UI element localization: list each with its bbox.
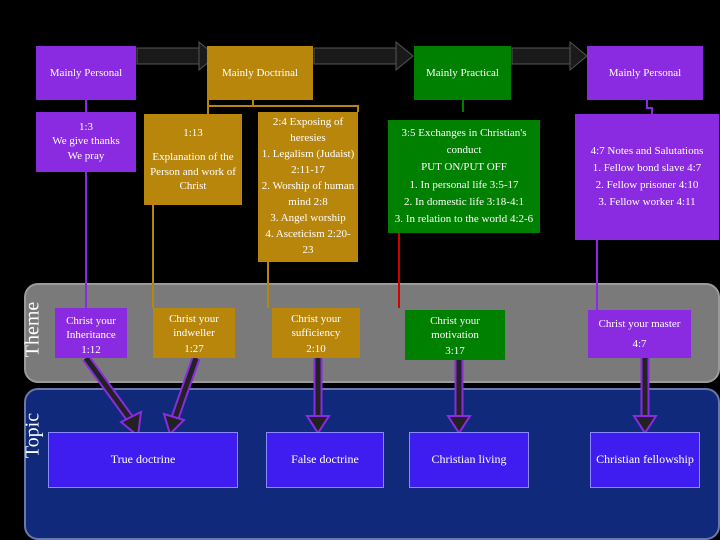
content-line: PUT ON/PUT OFF [421,161,507,174]
content-line: 23 [302,243,314,256]
header-arrow-2 [313,40,414,72]
content-col2: 1:13 Explanation of the Person and work … [144,114,242,205]
content-line: 1. Fellow bond slave 4:7 [592,161,702,174]
theme-title-line: sufficiency [291,327,341,340]
content-line: 2:4 Exposing of [272,116,344,129]
content-line: 2. Fellow prisoner 4:10 [595,179,699,191]
theme-title-line: Christ your [291,313,341,325]
content-line: 3. Angel worship [270,211,346,224]
header-label: Mainly Doctrinal [221,66,299,79]
content-line: 3. Fellow worker 4:11 [598,196,696,209]
topic-label-text: Christian fellowship [596,452,694,467]
theme-title-line: indweller [173,327,215,340]
header-label: Mainly Practical [425,66,499,79]
theme-title: Christ your motivation [430,314,480,343]
content-col4: 3:5 Exchanges in Christian's conduct PUT… [388,120,540,233]
header-arrow-3 [511,40,588,72]
theme-title-line: Christ your master [598,317,681,330]
arrow-theme-to-topic-1 [82,355,143,438]
arrow-theme-to-topic-5 [632,358,658,435]
content-line: Explanation of the [152,151,234,164]
header-personal-1: Mainly Personal [36,46,136,100]
theme-title: Christ your Inheritance [66,314,116,343]
topic-christian-fellowship: Christian fellowship [590,432,700,488]
content-col3: 2:4 Exposing of heresies 1. Legalism (Ju… [258,112,358,262]
content-line: 2:11-17 [291,164,325,177]
content-line: We give thanks [52,135,120,148]
content-line: 4. Asceticism 2:20- [265,227,351,240]
theme-ref: 2:10 [306,342,326,355]
theme-title: Christ your sufficiency [291,312,341,341]
content-line: Person and work of [150,165,236,178]
theme-title-line: motivation [431,329,479,342]
content-line: 2. Worship of human [261,180,355,193]
topic-label-text: Christian living [431,452,507,467]
header-arrow-1 [136,40,217,72]
theme-ref: 3:17 [445,344,465,357]
topic-true-doctrine: True doctrine [48,432,238,488]
topic-label-text: False doctrine [291,452,359,467]
theme-box-2: Christ your indweller 1:27 [153,308,235,358]
theme-title-line: Inheritance [66,329,116,342]
theme-title: Christ your indweller [169,312,219,341]
theme-box-5: Christ your master 4:7 [588,310,691,358]
theme-title-line: Christ your [430,315,480,327]
header-doctrinal: Mainly Doctrinal [207,46,313,100]
content-line: conduct [446,144,482,157]
content-line: 1:3 [78,121,94,133]
theme-box-3: Christ your sufficiency 2:10 [272,308,360,358]
content-col5: 4:7 Notes and Salutations 1. Fellow bond… [575,114,719,240]
content-line: 1. In personal life 3:5-17 [409,178,519,191]
content-line: 1. Legalism (Judaist) [261,148,355,161]
theme-box-1: Christ your Inheritance 1:12 [55,308,127,358]
theme-title-line: Christ your [66,315,116,327]
theme-ref: 4:7 [632,338,647,350]
content-line: 1:13 [183,126,203,139]
arrow-theme-to-topic-3 [305,358,331,435]
content-line: 2. In domestic life 3:18-4:1 [403,195,525,208]
content-line: 4:7 Notes and Salutations [590,144,704,157]
content-line: Christ [179,179,207,192]
content-line: heresies [290,132,326,145]
theme-ref: 1:27 [184,342,204,355]
content-line: We pray [67,149,105,162]
content-line: 3. In relation to the world 4:2-6 [394,212,534,225]
header-practical: Mainly Practical [414,46,511,100]
topic-christian-living: Christian living [409,432,529,488]
topic-false-doctrine: False doctrine [266,432,384,488]
header-label: Mainly Personal [49,66,123,79]
content-line: mind 2:8 [288,195,328,208]
topic-label-text: True doctrine [110,452,176,467]
theme-title-line: Christ your [169,313,219,325]
content-col1: 1:3 We give thanks We pray [36,112,136,172]
arrow-theme-to-topic-4 [446,358,472,435]
theme-box-4: Christ your motivation 3:17 [405,310,505,360]
content-line: 3:5 Exchanges in Christian's [401,127,527,140]
header-label: Mainly Personal [608,66,682,79]
header-personal-2: Mainly Personal [587,46,703,100]
arrow-theme-to-topic-2 [162,356,201,436]
theme-ref: 1:12 [81,343,101,356]
